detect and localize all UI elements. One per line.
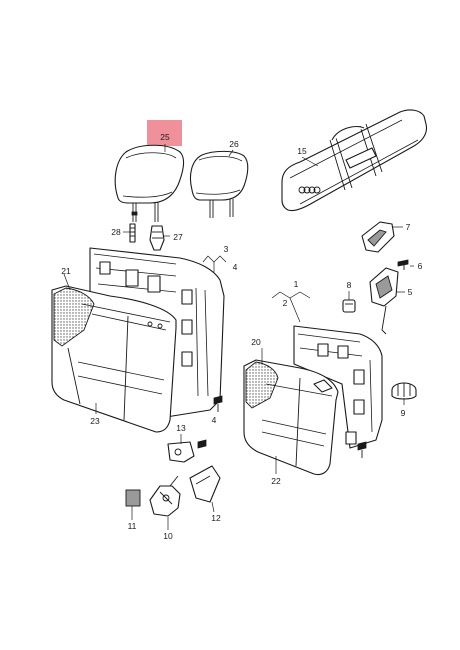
bolt-4-left-icon[interactable] (213, 395, 223, 412)
label-7: 7 (406, 222, 411, 232)
label-13: 13 (176, 423, 186, 433)
part-labels: 25 26 15 7 6 5 8 9 3 4 1 2 21 20 23 22 2… (61, 132, 422, 541)
knob-9-icon[interactable] (391, 382, 417, 400)
label-4a: 4 (233, 262, 238, 272)
guide-27-icon[interactable] (149, 225, 165, 251)
bolt-4-right-icon[interactable] (357, 441, 367, 458)
ski-bag-icon[interactable] (281, 109, 428, 212)
label-12: 12 (211, 513, 221, 523)
label-25: 25 (160, 132, 170, 142)
label-23: 23 (90, 416, 100, 426)
seat-back-left-icon[interactable] (51, 285, 177, 433)
latch-5-icon[interactable] (369, 267, 399, 335)
label-11: 11 (128, 521, 137, 531)
label-4b: 4 (212, 415, 217, 425)
label-3: 3 (224, 244, 229, 254)
lock-10-icon[interactable] (149, 475, 181, 517)
headrest-25-icon[interactable] (114, 144, 185, 222)
handle-7-icon[interactable] (361, 221, 395, 253)
label-27: 27 (173, 232, 183, 242)
label-21: 21 (61, 266, 71, 276)
label-10: 10 (163, 531, 173, 541)
clip-8-icon[interactable] (342, 299, 356, 313)
label-8: 8 (347, 280, 352, 290)
backrest-frame-right-icon[interactable] (293, 325, 383, 449)
trim-11-icon[interactable] (125, 489, 141, 507)
headrest-26-icon[interactable] (189, 150, 249, 218)
seat-back-right-icon[interactable] (243, 359, 339, 476)
label-28: 28 (111, 227, 121, 237)
label-22: 22 (271, 476, 281, 486)
screw-6-icon[interactable] (397, 259, 409, 270)
bracket-13-icon[interactable] (167, 439, 207, 463)
label-9: 9 (401, 408, 406, 418)
label-20: 20 (251, 337, 261, 347)
label-1: 1 (294, 279, 299, 289)
cover-12-icon[interactable] (189, 465, 221, 503)
label-6: 6 (418, 261, 423, 271)
bolt-28-icon[interactable] (129, 223, 136, 243)
label-15: 15 (297, 146, 307, 156)
highlight-box (147, 120, 182, 146)
leader-lines (63, 144, 414, 530)
label-5: 5 (408, 287, 413, 297)
label-26: 26 (229, 139, 239, 149)
logo-rings (298, 186, 321, 194)
label-2: 2 (283, 298, 288, 308)
